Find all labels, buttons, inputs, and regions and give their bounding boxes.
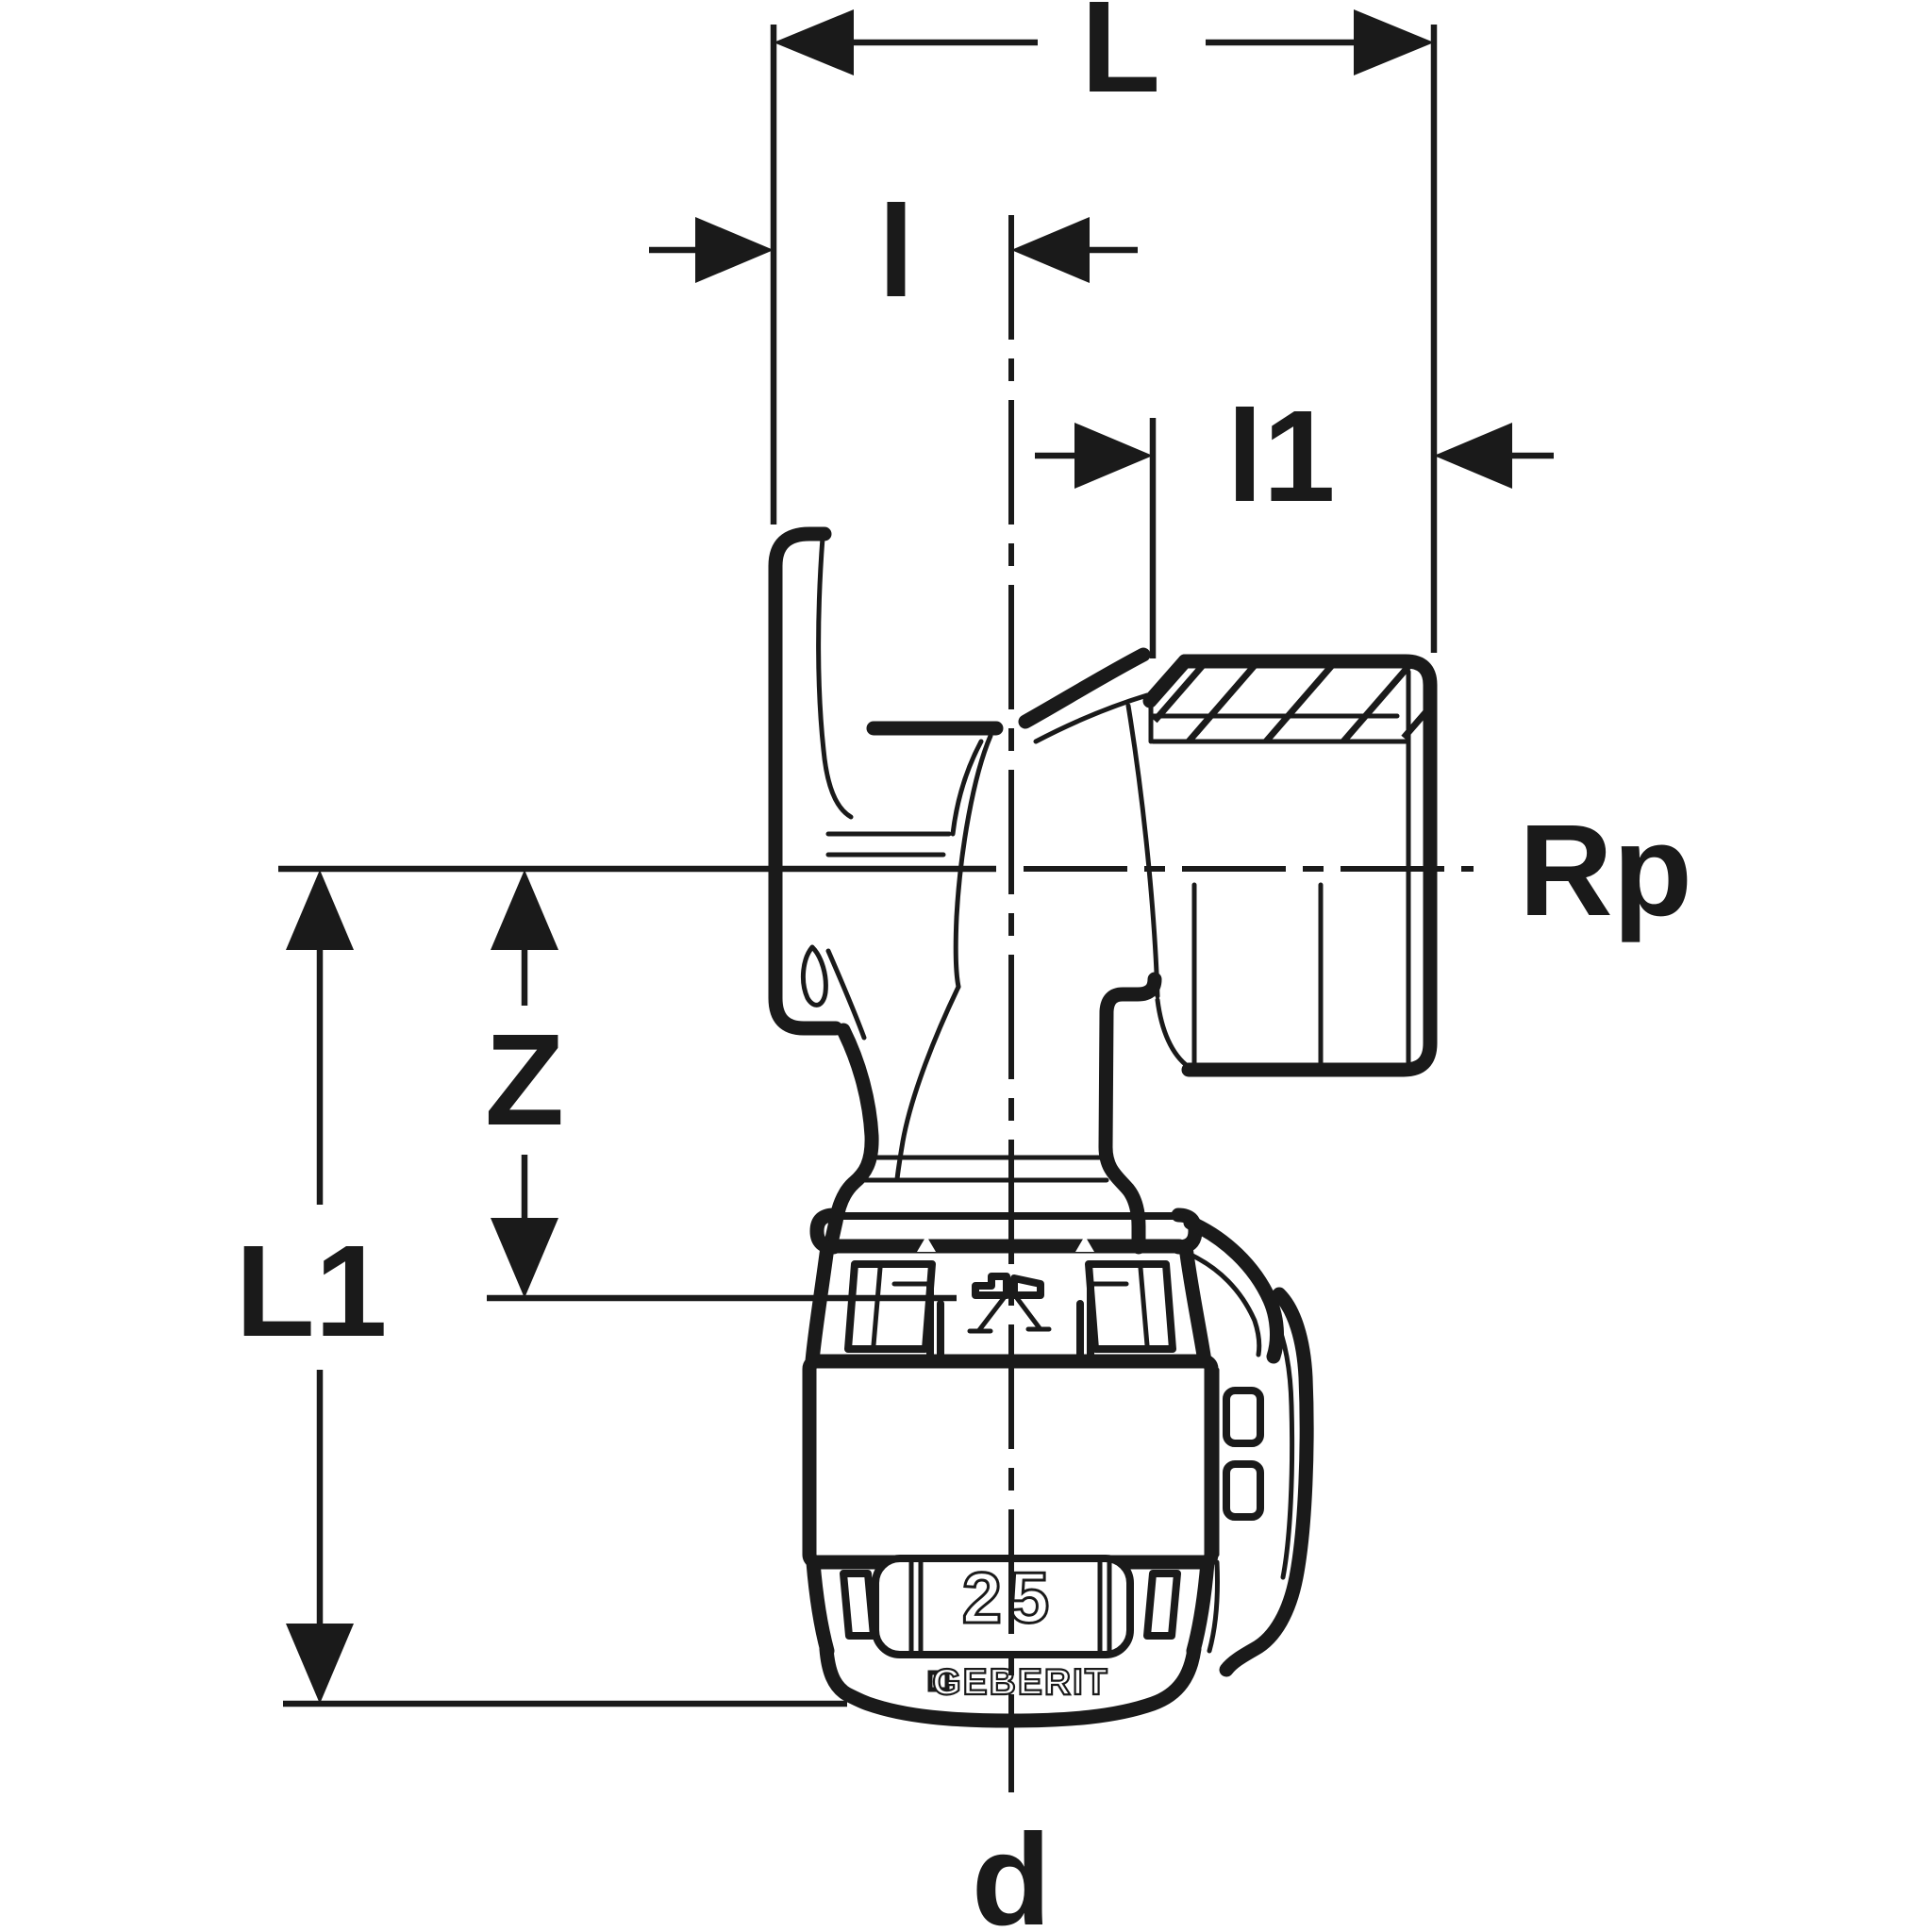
arrowhead-left-icon — [774, 9, 854, 75]
collar-notch — [1075, 1236, 1094, 1252]
arrowhead-right-icon — [695, 217, 774, 283]
brand-logo-square-icon — [927, 1670, 950, 1692]
brand-marking: GEBERIT — [932, 1662, 1108, 1703]
fitting-size-marking: 25 — [962, 1558, 1058, 1639]
clip-button — [1223, 1460, 1264, 1521]
dim-L: L — [774, 0, 1434, 120]
lower-window-section — [806, 1555, 1215, 1728]
marking-window — [872, 1555, 1134, 1658]
threaded-socket-rp — [1142, 654, 1438, 1077]
dim-L-label: L — [1081, 0, 1160, 120]
dim-l1-label: l1 — [1226, 384, 1335, 529]
arrowhead-left-icon — [1434, 423, 1512, 489]
fitting-drawing: 25 GEBERIT — [768, 526, 1438, 1728]
dim-l-label: l — [878, 179, 914, 325]
dimension-annotations: L l l1 Rp L1 — [235, 0, 1692, 1932]
arrowhead-right-icon — [1354, 9, 1434, 75]
wall-flange — [768, 526, 993, 1255]
thread-label-rp: Rp — [1519, 798, 1692, 943]
dim-l1: l1 — [1035, 384, 1554, 529]
arrowhead-right-icon — [1074, 423, 1153, 489]
centerlines — [1008, 215, 1474, 1792]
upper-window-section — [805, 1240, 1212, 1369]
clip-button — [1223, 1387, 1264, 1447]
arrowhead-up-icon — [491, 870, 558, 950]
collar-notch — [917, 1236, 936, 1252]
arrowhead-down-icon — [286, 1624, 354, 1704]
dim-l: l — [649, 179, 1138, 325]
thread-hatch-pattern — [1152, 660, 1431, 744]
dim-Z-label: Z — [485, 1008, 564, 1153]
dim-L1: L1 — [235, 870, 388, 1704]
diameter-label-d: d — [972, 1807, 1051, 1932]
arrowhead-up-icon — [286, 870, 354, 950]
dim-L1-label: L1 — [235, 1219, 387, 1364]
elbow-body — [856, 647, 1191, 1255]
release-clip — [1183, 1215, 1314, 1677]
dim-Z: Z — [485, 870, 564, 1298]
arrowhead-down-icon — [491, 1218, 558, 1298]
arrowhead-left-icon — [1011, 217, 1090, 283]
